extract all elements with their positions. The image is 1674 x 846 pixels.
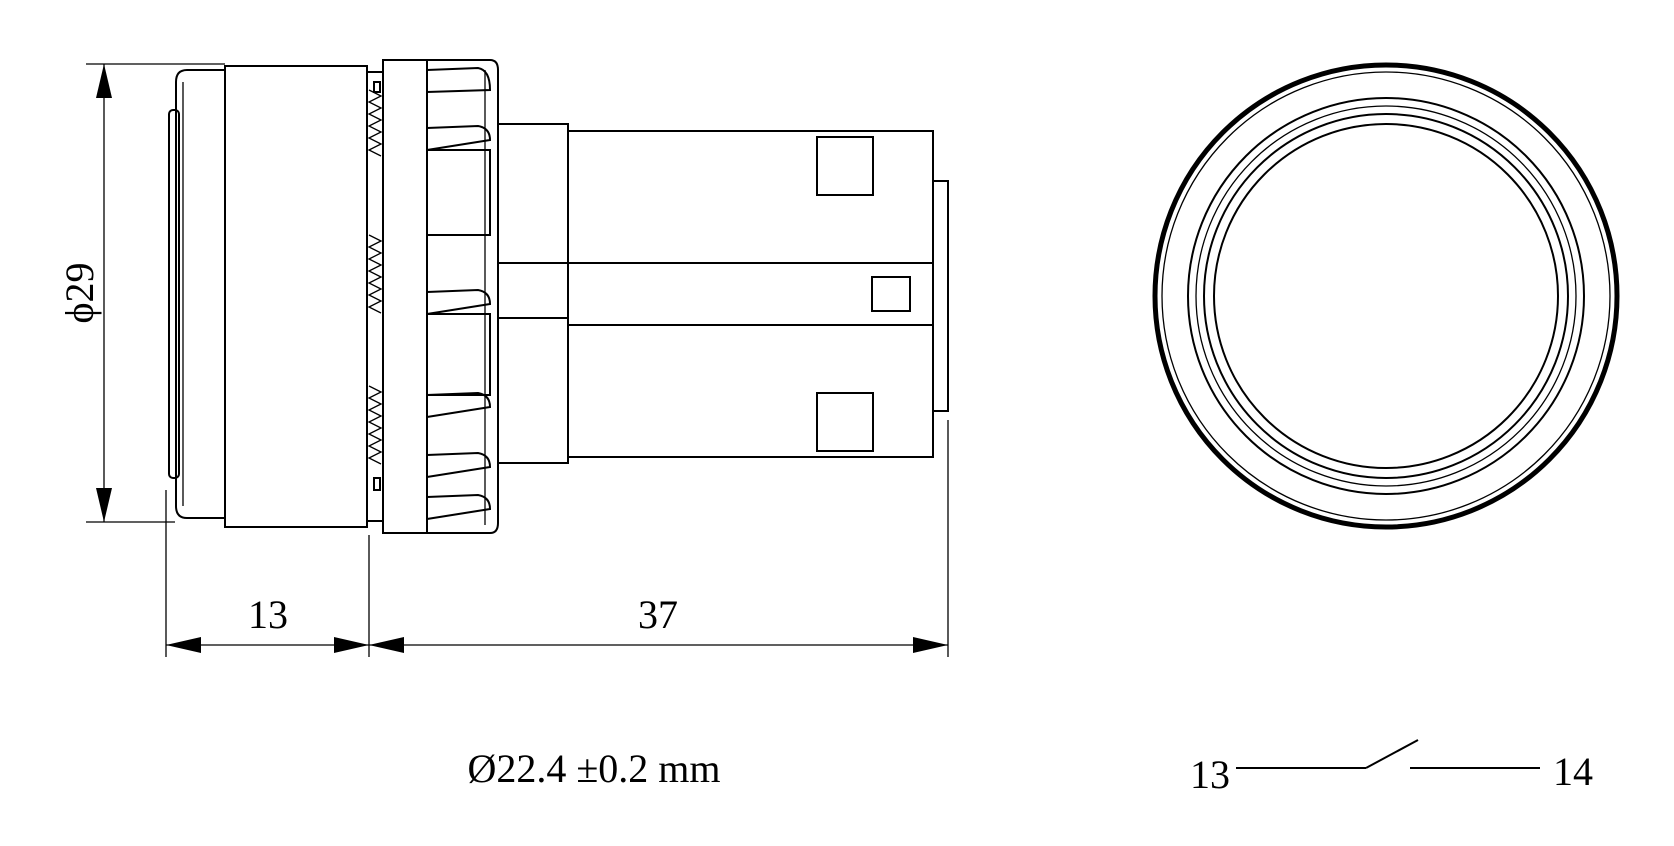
contact-block [567,130,949,458]
front-view [1152,62,1620,530]
button-cap [168,69,226,519]
front-depth-dimension: 13 [166,592,369,653]
bezel-body [224,65,384,528]
diameter-label: ϕ29 [57,262,102,323]
normally-open-contact-symbol: 13 14 [1190,739,1593,797]
side-view: ϕ29 13 37 [57,59,949,657]
front-depth-label: 13 [248,592,288,637]
mounting-hole-label: Ø22.4 ±0.2 mm [467,746,720,791]
terminal-label-left: 13 [1190,752,1230,797]
mounting-ring [382,59,499,534]
diameter-dimension: ϕ29 [57,64,112,522]
terminal-label-right: 14 [1553,749,1593,794]
body-length-dimension: 37 [369,592,948,653]
body-neck [497,123,569,464]
body-length-label: 37 [638,592,678,637]
